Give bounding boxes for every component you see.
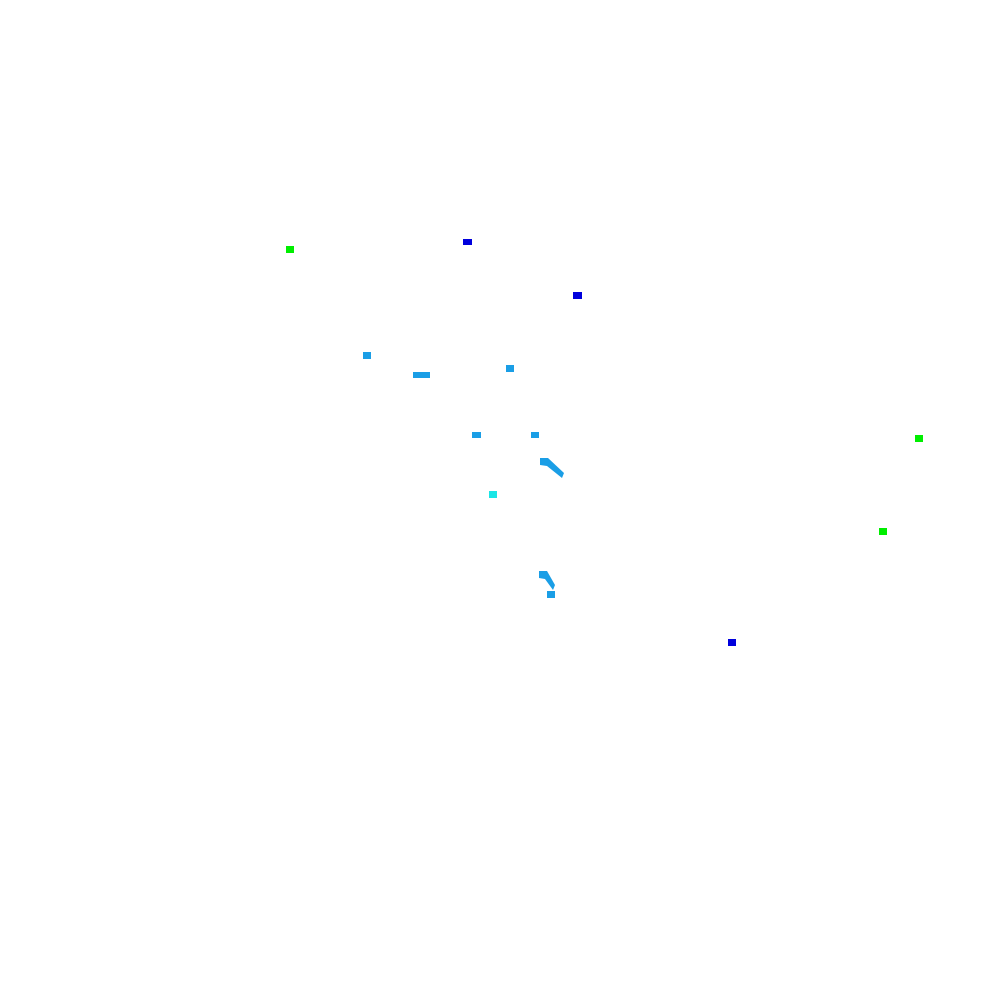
blue-square-mark: [573, 292, 582, 299]
light-blue-square-mark: [472, 432, 481, 438]
light-blue-square-mark: [363, 352, 371, 359]
green-square-mark: [286, 246, 294, 253]
light-blue-stroke-mark: [539, 571, 555, 590]
green-square-mark: [915, 435, 923, 442]
light-blue-square-mark: [547, 591, 555, 598]
light-blue-square-mark: [506, 365, 514, 372]
green-square-mark: [879, 528, 887, 535]
light-blue-square-mark: [531, 432, 539, 438]
cyan-square-mark: [489, 491, 497, 498]
blue-square-mark: [463, 239, 472, 245]
blue-square-mark: [728, 639, 736, 646]
light-blue-stroke-mark: [540, 458, 564, 478]
light-blue-bar-mark: [413, 372, 430, 378]
